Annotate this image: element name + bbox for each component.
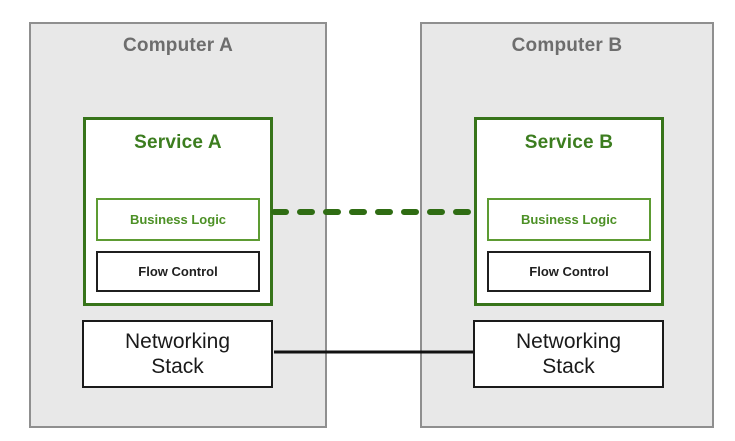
networking-stack-a-label: Networking Stack: [124, 329, 231, 378]
business-logic-a-box: Business Logic: [96, 198, 260, 241]
computer-b-title: Computer B: [511, 35, 623, 56]
business-logic-b-box: Business Logic: [487, 198, 651, 241]
service-a-box: Service A Business Logic Flow Control: [83, 117, 273, 306]
computer-a-title: Computer A: [122, 35, 234, 56]
service-b-title: Service B: [524, 132, 614, 153]
computer-a-box: Computer A Service A Business Logic Flow…: [29, 22, 327, 428]
service-a-title: Service A: [134, 132, 222, 153]
networking-stack-a-box: Networking Stack: [82, 320, 273, 388]
computer-b-box: Computer B Service B Business Logic Flow…: [420, 22, 714, 428]
networking-stack-b-box: Networking Stack: [473, 320, 664, 388]
networking-stack-b-label: Networking Stack: [515, 329, 622, 378]
flow-control-b-box: Flow Control: [487, 251, 651, 292]
service-b-box: Service B Business Logic Flow Control: [474, 117, 664, 306]
flow-control-a-box: Flow Control: [96, 251, 260, 292]
